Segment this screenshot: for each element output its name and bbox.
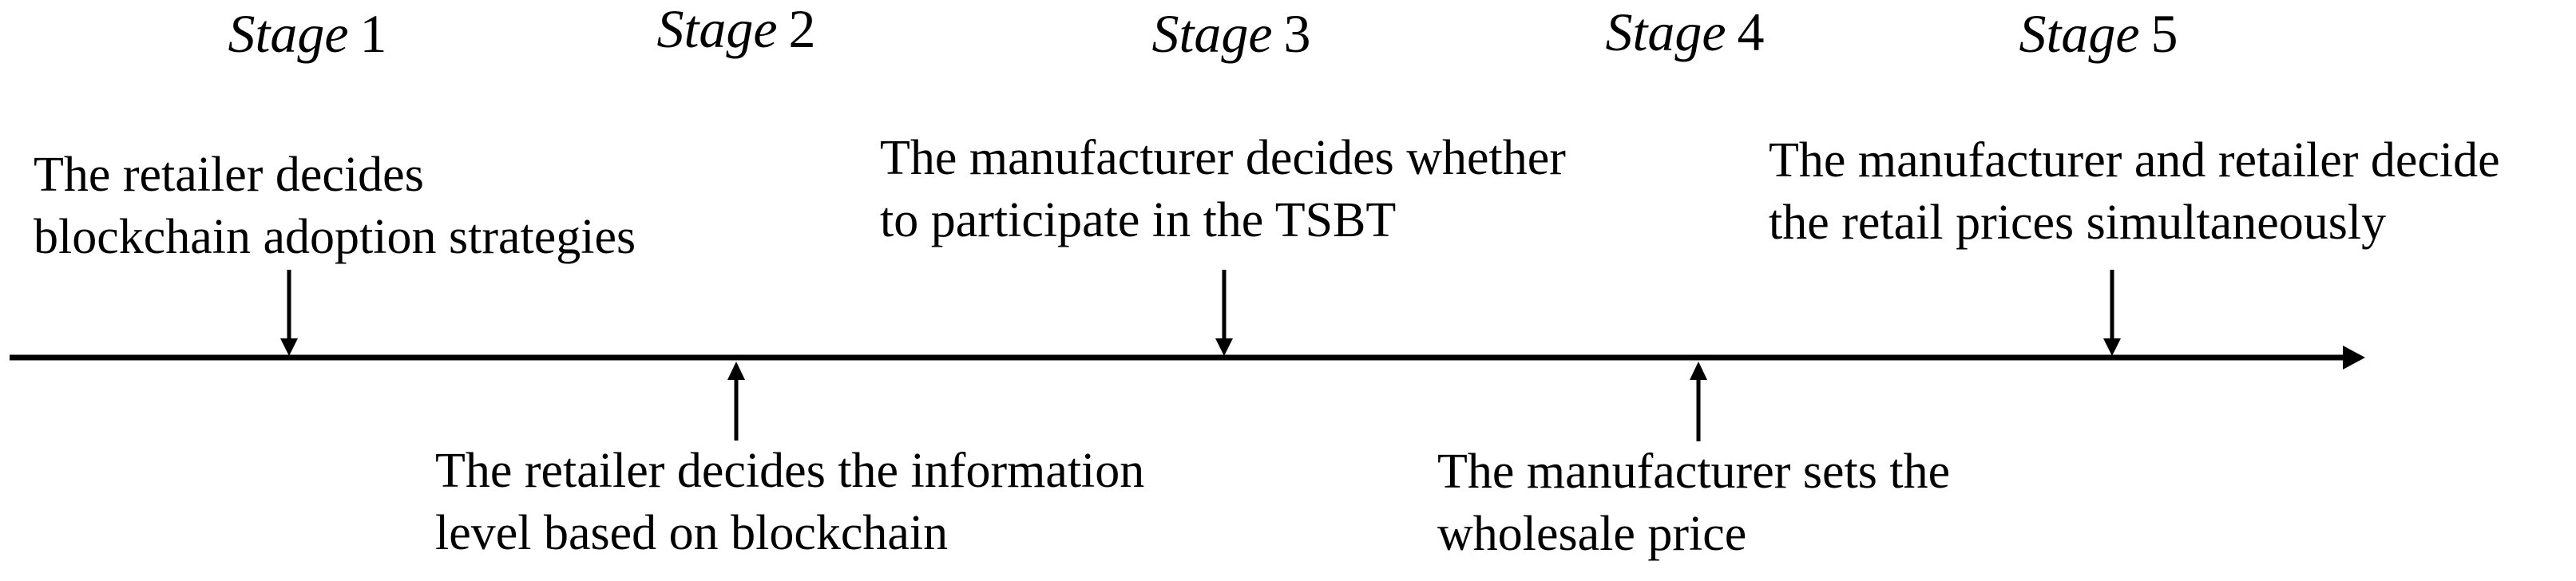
- stage-4-arrow-up-icon: [1690, 362, 1707, 441]
- stage-3-description-line2: to participate in the TSBT: [880, 193, 1397, 247]
- stage-4-description-line2: wholesale price: [1437, 507, 1747, 561]
- stage-5-description-line1: The manufacturer and retailer decide: [1769, 133, 2500, 188]
- stage-1-description: The retailer decides blockchain adoption…: [34, 144, 636, 268]
- stage-3-arrow-down-icon: [1215, 270, 1233, 356]
- timeline-line: [10, 346, 2365, 370]
- stage-3-description-line1: The manufacturer decides whether: [880, 131, 1566, 185]
- stage-5-description: The manufacturer and retailer decide the…: [1769, 129, 2500, 254]
- stage-2-description-line1: The retailer decides the information: [435, 444, 1145, 498]
- stage-2-arrow-up-icon: [727, 362, 745, 441]
- stage-1-arrow-down-icon: [280, 270, 298, 356]
- stage-2-label-word: Stage: [656, 0, 778, 59]
- stage-4-label-number: 4: [1737, 2, 1765, 62]
- stage-1-label-word: Stage: [228, 3, 349, 64]
- stage-3-label-number: 3: [1283, 3, 1311, 64]
- stage-5-label-number: 5: [2150, 3, 2178, 64]
- stage-1-label-number: 1: [359, 3, 387, 64]
- stage-2-label-number: 2: [788, 0, 816, 59]
- stage-4-label-word: Stage: [1605, 2, 1726, 62]
- stage-1-description-line1: The retailer decides: [34, 148, 424, 202]
- stage-5-description-line2: the retail prices simultaneously: [1769, 196, 2387, 250]
- stage-4-description-line1: The manufacturer sets the: [1437, 445, 1951, 499]
- stage-5-label-word: Stage: [2019, 3, 2140, 64]
- stage-3-label-word: Stage: [1151, 3, 1273, 64]
- stage-2-description-line2: level based on blockchain: [435, 506, 949, 560]
- stage-2-description: The retailer decides the information lev…: [435, 440, 1144, 564]
- stage-4-description: The manufacturer sets the wholesale pric…: [1437, 441, 1950, 565]
- stage-1-description-line2: blockchain adoption strategies: [34, 210, 636, 264]
- timeline-arrowhead-icon: [2343, 346, 2365, 370]
- stage-5-arrow-down-icon: [2103, 270, 2121, 356]
- stage-3-description: The manufacturer decides whether to part…: [880, 127, 1566, 251]
